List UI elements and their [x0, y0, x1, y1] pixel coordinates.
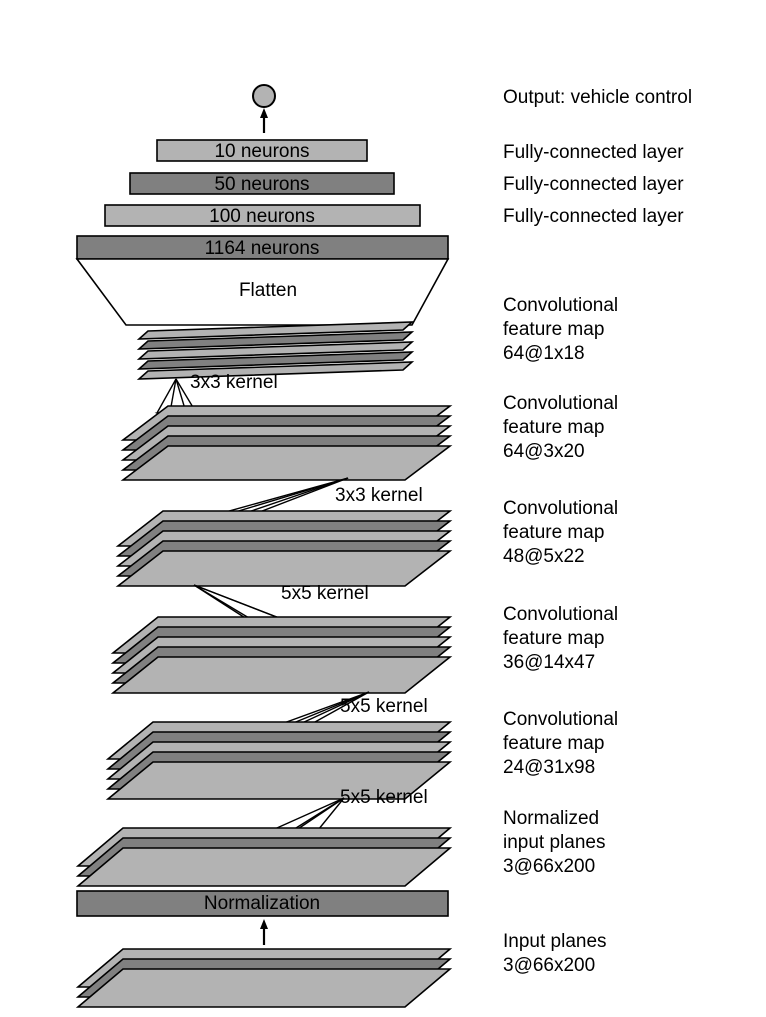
- kernel-label-2: 3x3 kernel: [335, 485, 423, 506]
- flatten-label: Flatten: [239, 280, 297, 301]
- input-planes-stack[interactable]: [75, 948, 453, 1008]
- normalization-arrow-head: [260, 919, 268, 929]
- label-conv-24-31x98-line2: feature map: [503, 733, 604, 754]
- kernel-label-5: 5x5 kernel: [340, 787, 428, 808]
- fc-bar-100-label: 100 neurons: [209, 206, 315, 227]
- plane-1: [105, 761, 453, 800]
- kernel-label-4: 5x5 kernel: [340, 696, 428, 717]
- normalization-bar[interactable]: [76, 890, 449, 917]
- output-arrow-head: [260, 108, 268, 118]
- label-conv-36-14x47-line2: feature map: [503, 628, 604, 649]
- plane-1: [120, 445, 453, 481]
- feature-map-48-5x22-stack[interactable]: [115, 510, 453, 587]
- plane-5: [136, 361, 415, 380]
- plane-1: [110, 656, 453, 694]
- kernel-label-3: 5x5 kernel: [281, 583, 369, 604]
- feature-map-64-3x20-stack[interactable]: [120, 405, 453, 481]
- plane-4: [136, 351, 415, 370]
- label-conv-64-1x18-line1: Convolutional: [503, 295, 618, 316]
- label-conv-64-3x20-line3: 64@3x20: [503, 441, 585, 462]
- plane-1: [115, 550, 453, 587]
- normalized-input-planes-stack[interactable]: [75, 827, 453, 887]
- fc-bar-10-neurons[interactable]: [156, 139, 368, 162]
- output-neuron-circle: [252, 84, 276, 108]
- normalization-label: Normalization: [204, 893, 320, 914]
- label-input-planes-line2: 3@66x200: [503, 955, 595, 976]
- label-normalized-input-line1: Normalized: [503, 808, 599, 829]
- label-conv-64-3x20-line1: Convolutional: [503, 393, 618, 414]
- label-conv-36-14x47-line1: Convolutional: [503, 604, 618, 625]
- label-conv-64-3x20-line2: feature map: [503, 417, 604, 438]
- label-conv-64-1x18-line2: feature map: [503, 319, 604, 340]
- label-fully-connected-2: Fully-connected layer: [503, 174, 684, 195]
- label-conv-24-31x98-line1: Convolutional: [503, 709, 618, 730]
- plane-1: [75, 847, 453, 887]
- label-conv-48-5x22-line2: feature map: [503, 522, 604, 543]
- label-fully-connected-1: Fully-connected layer: [503, 142, 684, 163]
- fc-bar-1164-label: 1164 neurons: [205, 238, 320, 259]
- label-normalized-input-line3: 3@66x200: [503, 856, 595, 877]
- fc-bar-50-label: 50 neurons: [214, 174, 309, 195]
- label-conv-24-31x98-line3: 24@31x98: [503, 757, 595, 778]
- plane-2: [136, 331, 415, 350]
- label-conv-48-5x22-line3: 48@5x22: [503, 546, 585, 567]
- plane-1: [75, 968, 453, 1008]
- label-conv-36-14x47-line3: 36@14x47: [503, 652, 595, 673]
- label-fully-connected-3: Fully-connected layer: [503, 206, 684, 227]
- fc-bar-100-neurons[interactable]: [104, 204, 421, 227]
- feature-map-64-1x18-stack[interactable]: [136, 321, 415, 380]
- label-input-planes-line1: Input planes: [503, 931, 607, 952]
- feature-map-24-31x98-stack[interactable]: [105, 721, 453, 800]
- feature-map-36-14x47-stack[interactable]: [110, 616, 453, 694]
- kernel-label-1: 3x3 kernel: [190, 372, 278, 393]
- fc-bar-10-label: 10 neurons: [214, 141, 309, 162]
- label-normalized-input-line2: input planes: [503, 832, 605, 853]
- fc-bar-50-neurons[interactable]: [129, 172, 395, 195]
- plane-3: [136, 341, 415, 360]
- label-output-vehicle-control: Output: vehicle control: [503, 87, 692, 108]
- flatten-trapezoid: [75, 258, 450, 326]
- label-conv-48-5x22-line1: Convolutional: [503, 498, 618, 519]
- plane-1: [136, 321, 415, 340]
- label-conv-64-1x18-line3: 64@1x18: [503, 343, 585, 364]
